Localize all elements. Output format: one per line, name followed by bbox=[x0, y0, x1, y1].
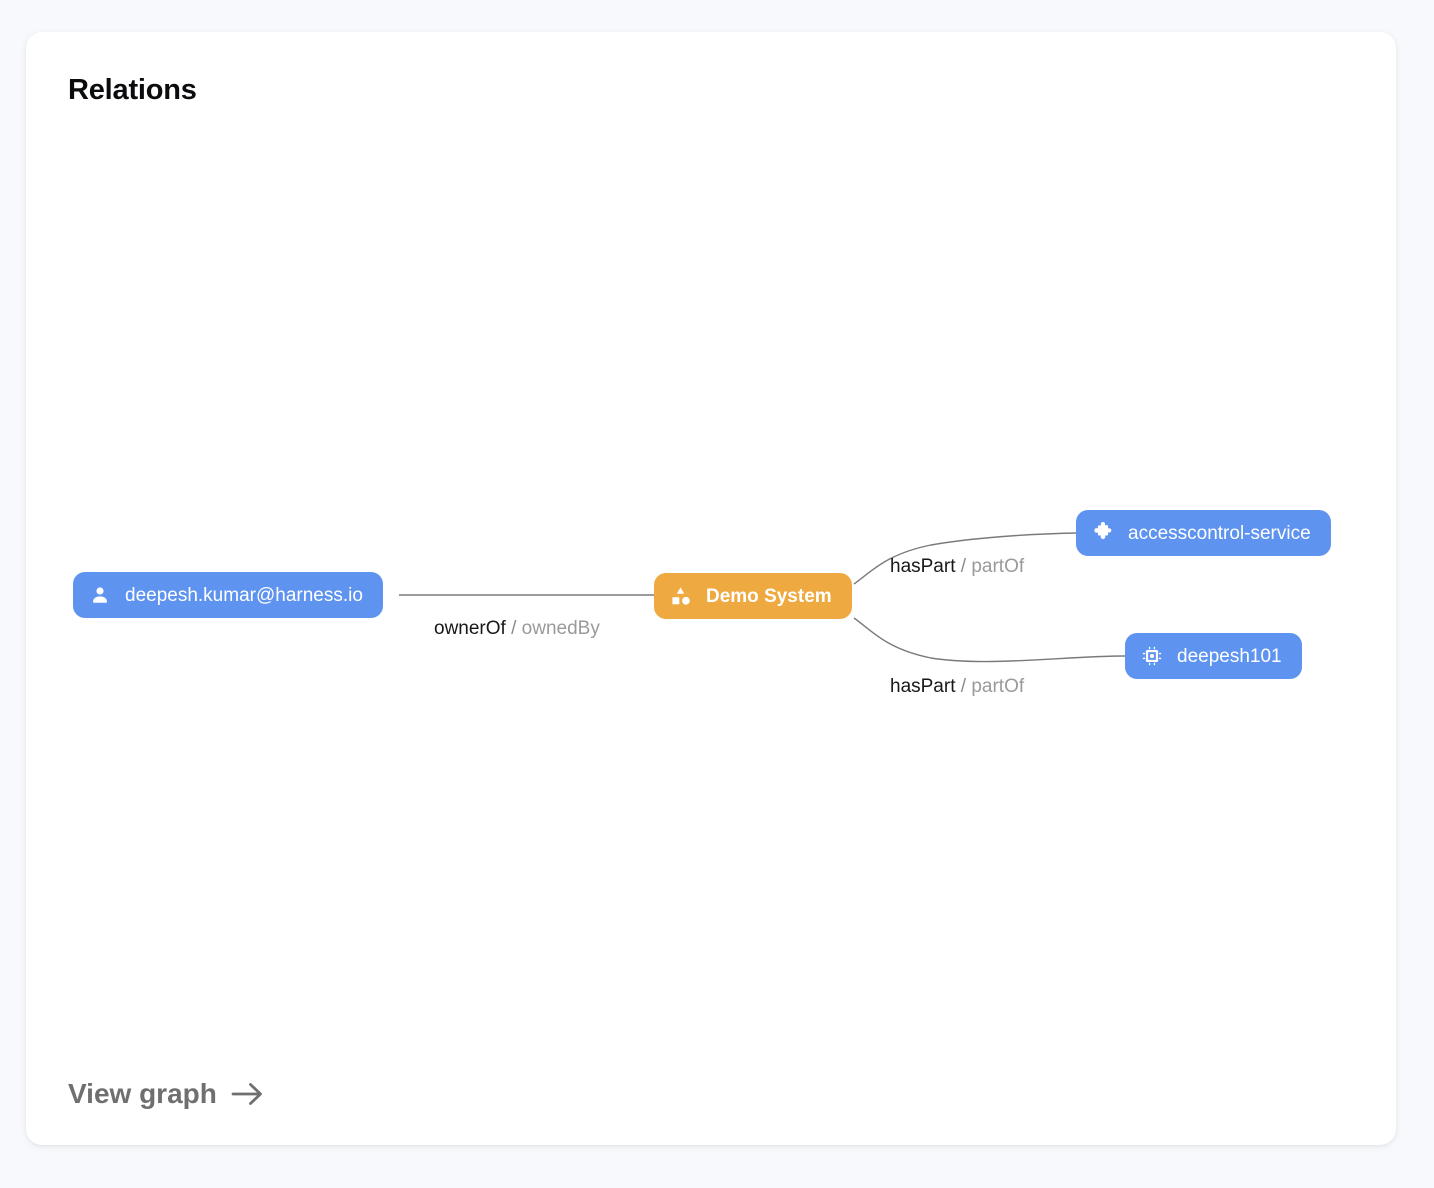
edge-reverse-label: partOf bbox=[971, 676, 1025, 697]
edge-separator: / bbox=[960, 556, 967, 577]
graph-node-component[interactable]: accesscontrol-service bbox=[1076, 510, 1331, 556]
edge-forward-label: ownerOf bbox=[434, 618, 506, 639]
graph-node-component-label: accesscontrol-service bbox=[1128, 522, 1311, 544]
edge-has-part-component bbox=[853, 532, 1077, 585]
view-graph-link[interactable]: View graph bbox=[68, 1078, 265, 1110]
edge-label-owner-of: ownerOf / ownedBy bbox=[434, 619, 600, 638]
person-icon bbox=[93, 587, 107, 603]
chip-icon bbox=[1142, 646, 1162, 666]
graph-node-system[interactable]: Demo System bbox=[654, 573, 852, 619]
edge-label-has-part-resource: hasPart / partOf bbox=[890, 677, 1024, 696]
edge-forward-label: hasPart bbox=[890, 676, 956, 697]
arrow-right-icon bbox=[231, 1083, 262, 1105]
graph-edge-layer bbox=[399, 532, 1126, 663]
edge-forward-label: hasPart bbox=[890, 556, 956, 577]
graph-node-user-label: deepesh.kumar@harness.io bbox=[125, 584, 363, 606]
edge-separator: / bbox=[511, 618, 517, 639]
graph-node-resource[interactable]: deepesh101 bbox=[1125, 633, 1302, 679]
graph-node-resource-label: deepesh101 bbox=[1177, 645, 1282, 667]
relations-card: Relations deepesh.kumar@harness.io bbox=[26, 32, 1396, 1145]
graph-node-user[interactable]: deepesh.kumar@harness.io bbox=[73, 572, 383, 618]
page-title: Relations bbox=[68, 74, 197, 106]
edge-reverse-label: partOf bbox=[971, 556, 1025, 577]
edge-separator: / bbox=[960, 676, 967, 697]
puzzle-piece-icon bbox=[1094, 522, 1112, 540]
relations-graph[interactable]: deepesh.kumar@harness.io Demo System acc… bbox=[26, 32, 1396, 1145]
view-graph-label: View graph bbox=[68, 1078, 217, 1109]
shapes-icon bbox=[672, 587, 690, 605]
edge-has-part-resource bbox=[853, 617, 1126, 663]
edge-reverse-label: ownedBy bbox=[521, 618, 600, 639]
edge-label-has-part-component: hasPart / partOf bbox=[890, 557, 1024, 576]
graph-node-system-label: Demo System bbox=[706, 585, 832, 607]
